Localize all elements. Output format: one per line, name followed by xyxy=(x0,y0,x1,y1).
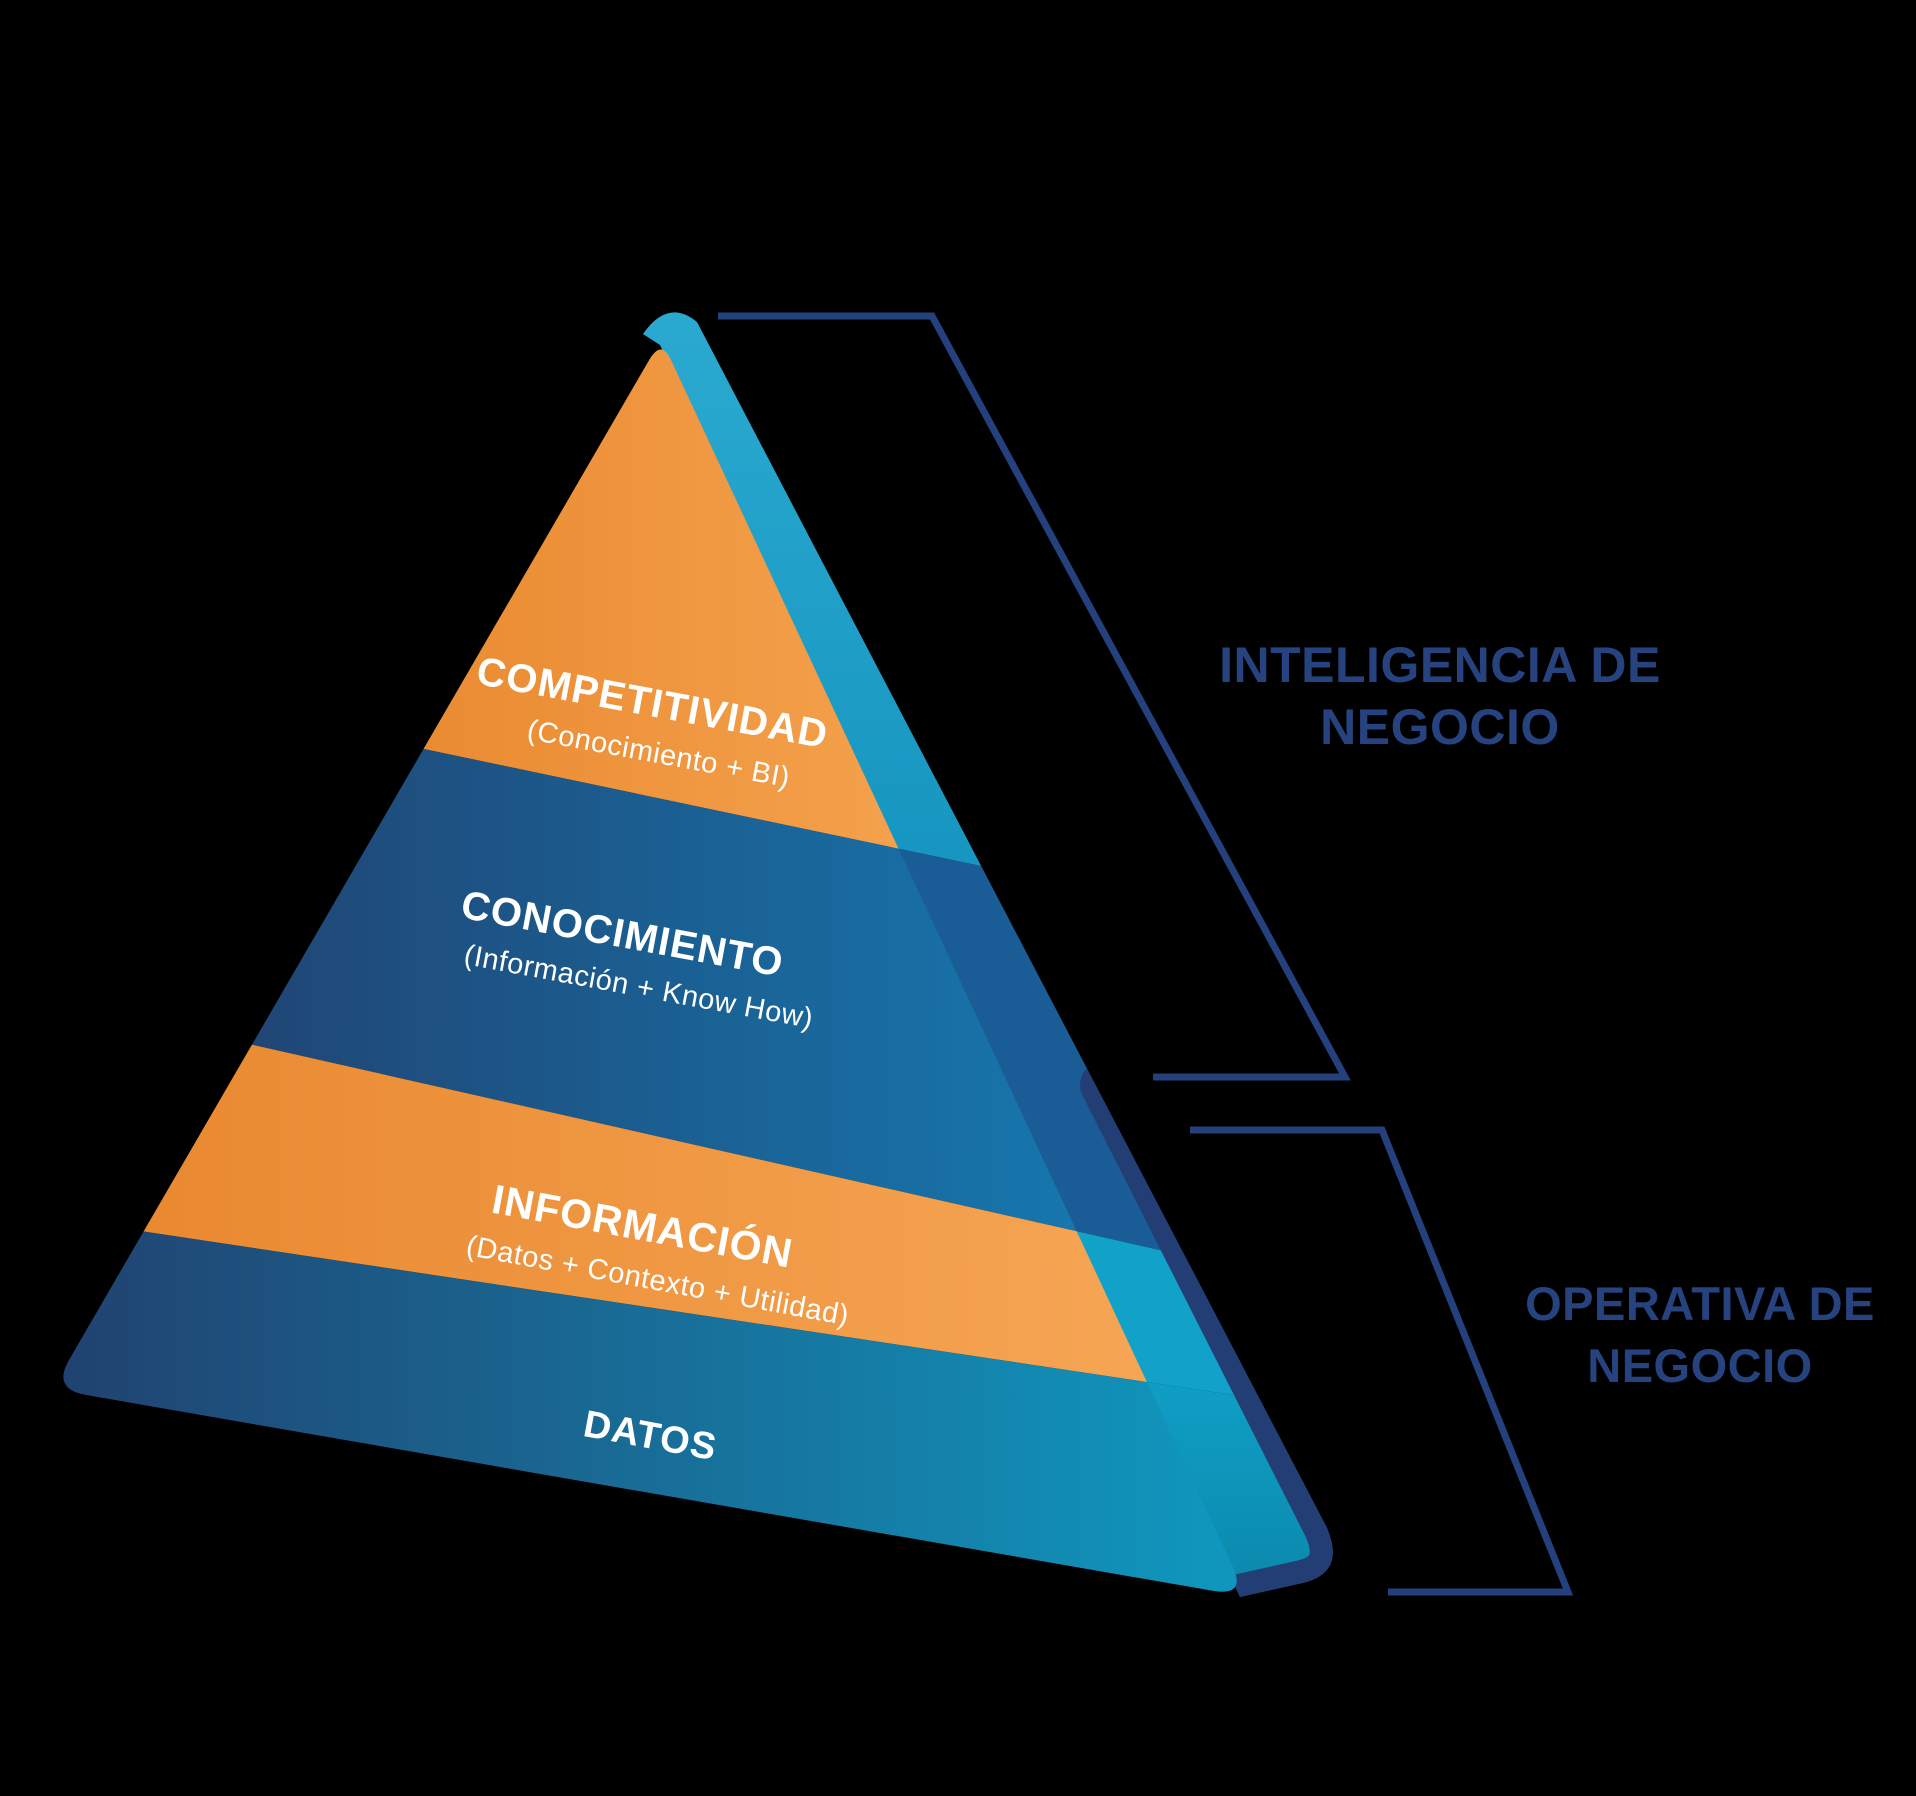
label-inteligencia-line2: NEGOCIO xyxy=(1320,699,1560,755)
label-inteligencia-line1: INTELIGENCIA DE xyxy=(1219,637,1661,693)
side-navy-rim xyxy=(1080,1062,1333,1597)
bracket-operativa-line xyxy=(1190,1126,1574,1596)
bracket-inteligencia-line xyxy=(718,312,1351,1081)
band-informacion xyxy=(63,965,1237,1435)
label-operativa-de-negocio: OPERATIVA DE NEGOCIO xyxy=(1525,1277,1875,1392)
label-inteligencia-de-negocio: INTELIGENCIA DE NEGOCIO xyxy=(1219,637,1661,755)
label-operativa-line2: NEGOCIO xyxy=(1587,1339,1812,1392)
label-operativa-line1: OPERATIVA DE xyxy=(1525,1277,1875,1330)
